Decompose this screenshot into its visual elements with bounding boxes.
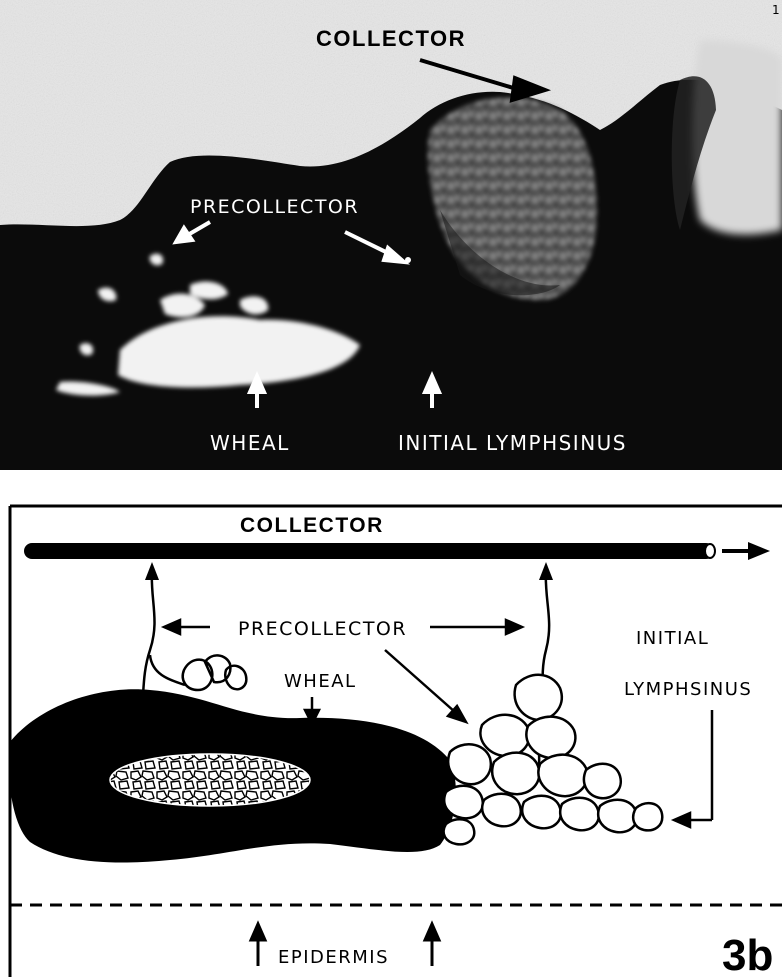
precollector-right-arrowhead bbox=[539, 562, 553, 580]
precollector-left-arrowhead bbox=[145, 562, 159, 580]
diagram-panel: COLLECTOR PRECOLLECTOR INITIAL LYMPHSINU… bbox=[0, 490, 782, 977]
lymphsinus-bracket-arrow bbox=[674, 710, 712, 827]
photo-wheal-label: WHEAL bbox=[210, 431, 290, 455]
diagram-collector-label: COLLECTOR bbox=[240, 514, 384, 537]
epidermis-label: EPIDERMIS bbox=[278, 947, 389, 968]
lymph-chain bbox=[183, 655, 247, 690]
photo-precollector-label: PRECOLLECTOR bbox=[190, 196, 359, 218]
collector-outflow-arrow bbox=[722, 542, 770, 560]
panel-id-label: 3b bbox=[722, 931, 773, 977]
photo-collector-label: COLLECTOR bbox=[316, 26, 466, 51]
figure-number-top: 1 bbox=[772, 3, 780, 17]
diagram-wheal-label: WHEAL bbox=[284, 671, 357, 692]
collector-tube bbox=[24, 543, 714, 559]
photo-panel: COLLECTOR PRECOLLECTOR WHEAL INITIAL LYM… bbox=[0, 0, 782, 470]
lymphsinus-label: LYMPHSINUS bbox=[624, 679, 752, 700]
photo-initial-lymphsinus-label: INITIAL LYMPHSINUS bbox=[398, 431, 627, 455]
initial-label: INITIAL bbox=[636, 628, 709, 649]
lymphsinus-cells bbox=[444, 675, 663, 845]
diagram-svg: COLLECTOR PRECOLLECTOR INITIAL LYMPHSINU… bbox=[0, 490, 782, 977]
photo-svg: COLLECTOR PRECOLLECTOR WHEAL INITIAL LYM… bbox=[0, 0, 782, 470]
diagram-precollector-label: PRECOLLECTOR bbox=[238, 618, 407, 640]
wheal-cobble-center bbox=[110, 754, 310, 806]
collector-tube-end bbox=[705, 544, 715, 558]
